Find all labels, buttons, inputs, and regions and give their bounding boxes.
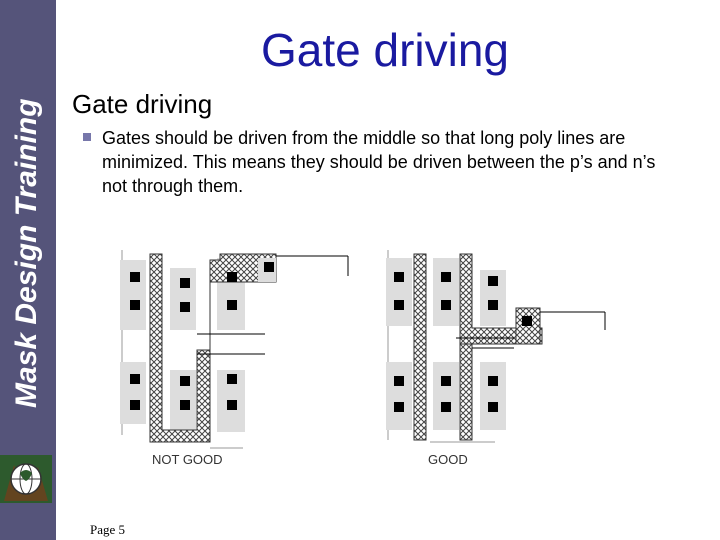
sidebar: Mask Design Training [0,0,56,540]
page-number: Page 5 [90,522,126,537]
square-bullet-icon [83,133,91,141]
slide-title: Gate driving [260,24,509,76]
arrow-bullet-icon [44,98,56,110]
good-label: GOOD [428,452,468,467]
bullet-level1: Gate driving [72,89,213,119]
bullet-level2: Gates should be driven from the middle s… [102,128,656,196]
vertical-title: Mask Design Training [10,98,43,408]
layout-diagram [120,250,606,449]
not-good-layout [120,250,349,449]
not-good-label: NOT GOOD [152,452,223,467]
globe-logo-icon [0,455,52,503]
good-layout [386,250,606,443]
